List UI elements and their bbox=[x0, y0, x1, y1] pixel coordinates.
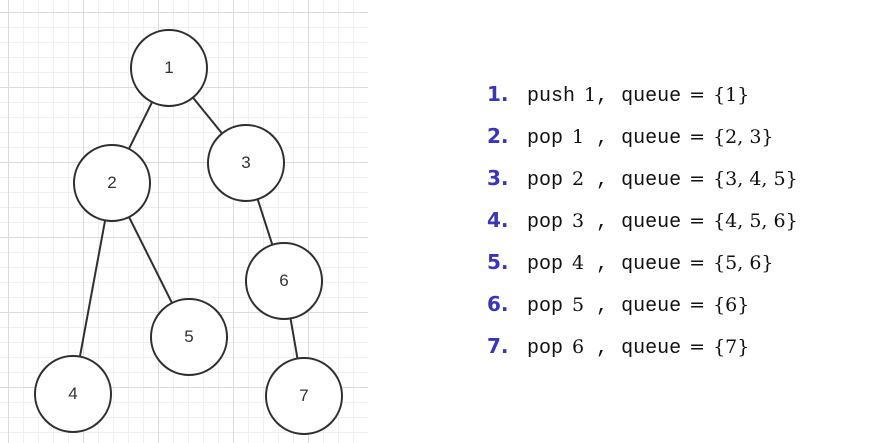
queue-label: queue bbox=[621, 85, 682, 108]
step-row-7: 7. pop 6 , queue = {7} bbox=[487, 334, 798, 376]
queue-label: queue bbox=[621, 211, 682, 234]
operation-keyword: push bbox=[527, 85, 576, 108]
operation-arg: 2 bbox=[572, 168, 585, 190]
separator: , bbox=[584, 253, 609, 276]
tree-node-5: 5 bbox=[150, 298, 228, 376]
tree-node-label: 3 bbox=[241, 153, 251, 172]
queue-label: queue bbox=[621, 295, 682, 318]
tree-node-label: 7 bbox=[299, 386, 309, 405]
tree-node-label: 2 bbox=[107, 173, 117, 192]
queue-label: queue bbox=[621, 337, 682, 360]
operation-keyword: pop bbox=[527, 295, 564, 318]
equals-sign: = bbox=[689, 210, 706, 232]
step-number: 7. bbox=[487, 334, 509, 358]
step-number: 3. bbox=[487, 166, 509, 190]
operation-keyword: pop bbox=[527, 211, 564, 234]
operation-keyword: pop bbox=[527, 169, 564, 192]
tree-node-3: 3 bbox=[207, 124, 285, 202]
equals-sign: = bbox=[689, 126, 706, 148]
separator: , bbox=[584, 169, 609, 192]
tree-node-2: 2 bbox=[73, 144, 151, 222]
step-row-3: 3. pop 2 , queue = {3, 4, 5} bbox=[487, 166, 798, 208]
separator: , bbox=[596, 85, 609, 108]
separator: , bbox=[584, 295, 609, 318]
equals-sign: = bbox=[689, 336, 706, 358]
step-row-4: 4. pop 3 , queue = {4, 5, 6} bbox=[487, 208, 798, 250]
queue-set: {1} bbox=[713, 84, 750, 106]
tree-node-7: 7 bbox=[265, 357, 343, 435]
tree-node-6: 6 bbox=[245, 242, 323, 320]
tree-node-label: 4 bbox=[68, 384, 78, 403]
tree-node-label: 6 bbox=[279, 271, 289, 290]
queue-set: {3, 4, 5} bbox=[713, 168, 798, 190]
equals-sign: = bbox=[689, 252, 706, 274]
operation-keyword: pop bbox=[527, 253, 564, 276]
step-row-2: 2. pop 1 , queue = {2, 3} bbox=[487, 124, 798, 166]
operation-arg: 4 bbox=[572, 252, 585, 274]
step-number: 5. bbox=[487, 250, 509, 274]
tree-node-label: 5 bbox=[184, 327, 194, 346]
step-number: 1. bbox=[487, 82, 509, 106]
tree-node-1: 1 bbox=[130, 29, 208, 107]
separator: , bbox=[584, 127, 609, 150]
separator: , bbox=[584, 337, 609, 360]
queue-label: queue bbox=[621, 169, 682, 192]
operation-arg: 3 bbox=[572, 210, 585, 232]
step-row-5: 5. pop 4 , queue = {5, 6} bbox=[487, 250, 798, 292]
operation-keyword: pop bbox=[527, 127, 564, 150]
queue-label: queue bbox=[621, 253, 682, 276]
operation-arg: 5 bbox=[572, 294, 585, 316]
queue-set: {6} bbox=[713, 294, 750, 316]
operation-list: 1. push 1, queue = {1} 2. pop 1 , queue = {2, 3} 3… bbox=[487, 82, 798, 376]
queue-label: queue bbox=[621, 127, 682, 150]
operation-arg: 6 bbox=[572, 336, 585, 358]
queue-set: {5, 6} bbox=[713, 252, 774, 274]
operation-arg: 1 bbox=[572, 126, 585, 148]
queue-set: {7} bbox=[713, 336, 750, 358]
equals-sign: = bbox=[689, 168, 706, 190]
equals-sign: = bbox=[689, 294, 706, 316]
step-number: 4. bbox=[487, 208, 509, 232]
step-number: 6. bbox=[487, 292, 509, 316]
separator: , bbox=[584, 211, 609, 234]
queue-set: {4, 5, 6} bbox=[713, 210, 798, 232]
tree-node-label: 1 bbox=[164, 58, 174, 77]
tree-node-4: 4 bbox=[34, 355, 112, 433]
operation-arg: 1 bbox=[584, 84, 597, 106]
step-number: 2. bbox=[487, 124, 509, 148]
queue-set: {2, 3} bbox=[713, 126, 774, 148]
step-row-6: 6. pop 5 , queue = {6} bbox=[487, 292, 798, 334]
step-row-1: 1. push 1, queue = {1} bbox=[487, 82, 798, 124]
tree-canvas: 1 2 3 4 5 6 7 bbox=[0, 0, 368, 443]
operation-keyword: pop bbox=[527, 337, 564, 360]
equals-sign: = bbox=[689, 84, 706, 106]
